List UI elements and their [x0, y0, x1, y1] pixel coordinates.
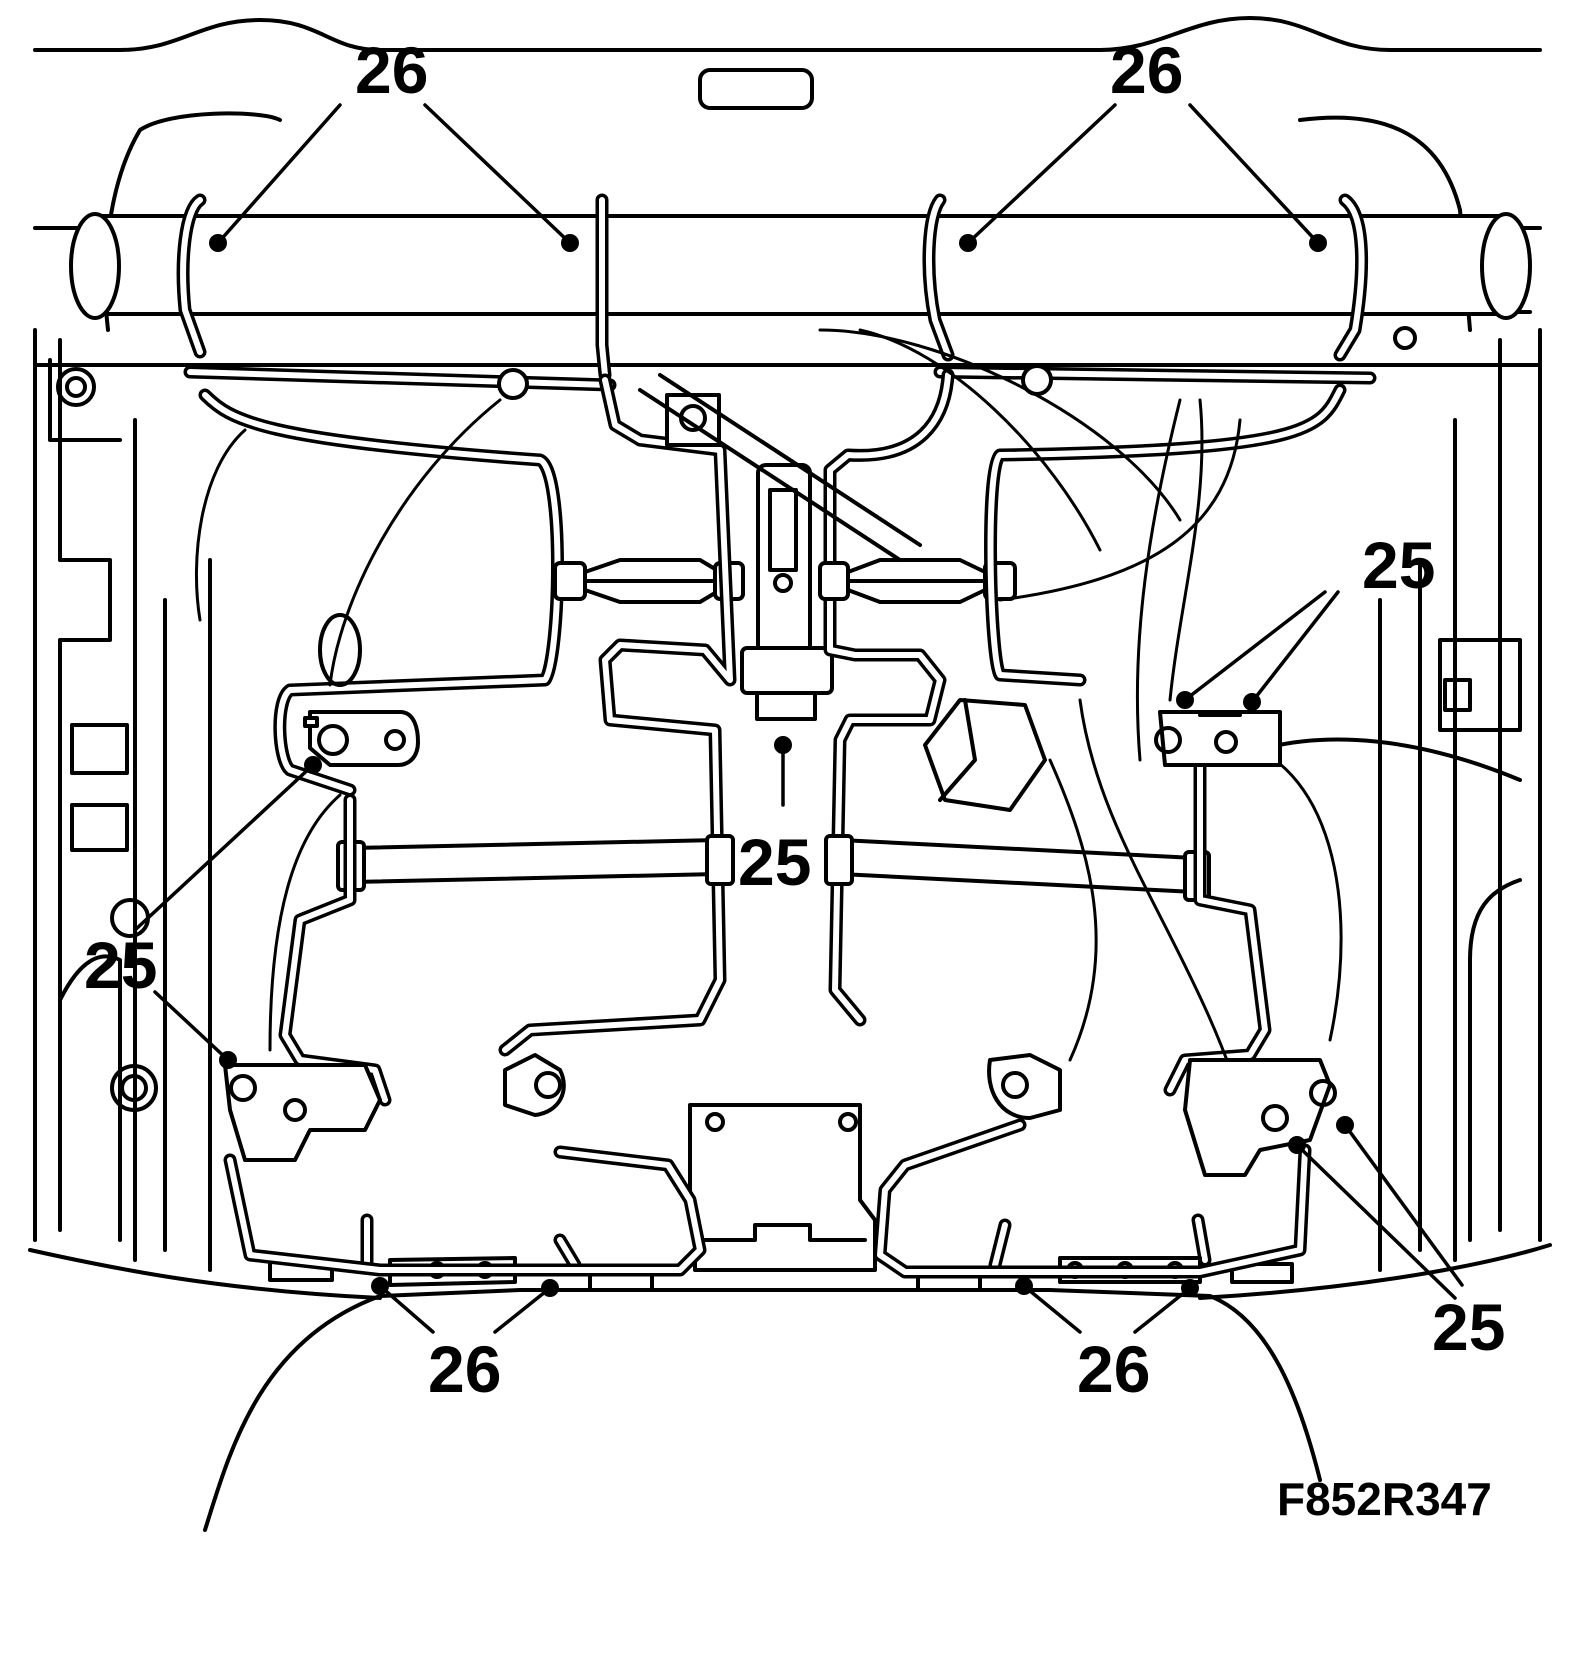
callout-26-top-left: 26 [355, 33, 428, 107]
figure-id: F852R347 [1277, 1473, 1492, 1525]
callout-25-center: 25 [738, 825, 811, 899]
callout-25-right-lower: 25 [1432, 1290, 1505, 1364]
callout-25-left: 25 [84, 928, 157, 1002]
callout-26-top-right: 26 [1110, 33, 1183, 107]
upper-cross-rod [33, 212, 1542, 442]
wire-harness [183, 328, 1522, 1292]
leader-lines [133, 103, 1464, 1334]
seat-back-outline [28, 16, 1552, 1532]
leader-dots [209, 234, 1354, 1297]
callout-25-right-upper: 25 [1362, 528, 1435, 602]
callout-26-bottom-left: 26 [428, 1332, 501, 1406]
callout-26-bottom-right: 26 [1077, 1332, 1150, 1406]
top-hooks [176, 193, 1369, 382]
callout-labels: 26 26 25 25 25 26 26 25 [84, 33, 1505, 1406]
